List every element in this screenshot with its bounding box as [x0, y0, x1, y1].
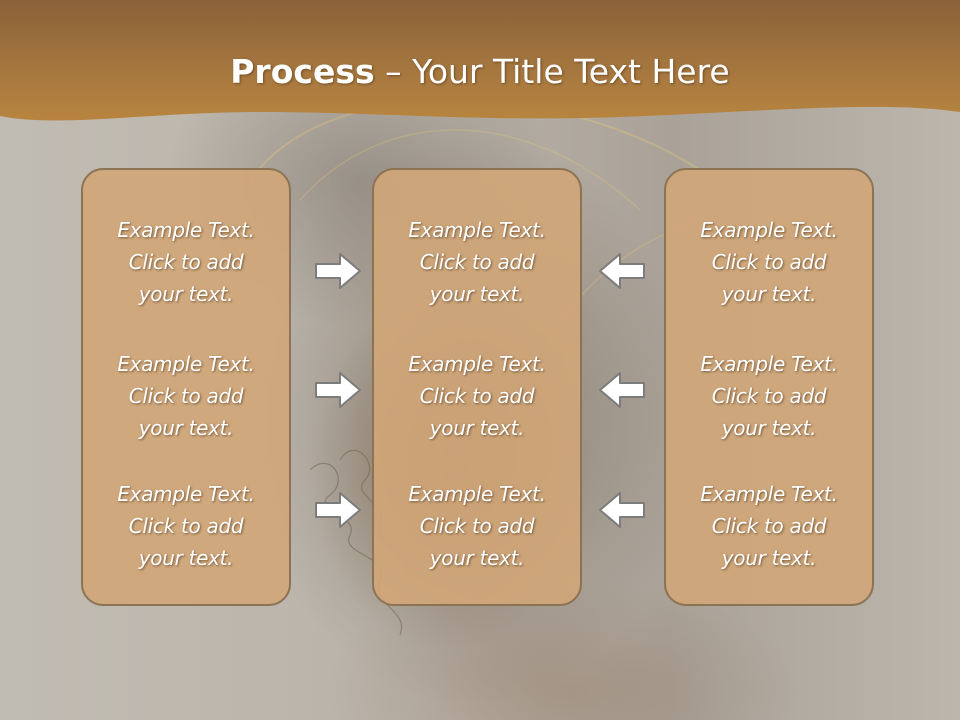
text-placeholder[interactable]: Example Text. Click to add your text.: [408, 482, 546, 570]
text-placeholder[interactable]: Example Text. Click to add your text.: [117, 482, 255, 570]
left-arrow-icon: [599, 492, 645, 528]
text-placeholder[interactable]: Example Text. Click to add your text.: [117, 352, 255, 440]
title-rest: – Your Title Text Here: [374, 52, 730, 91]
right-arrow-icon: [315, 372, 361, 408]
process-box-right[interactable]: Example Text. Click to add your text. Ex…: [664, 168, 874, 606]
text-placeholder[interactable]: Example Text. Click to add your text.: [408, 352, 546, 440]
process-box-left[interactable]: Example Text. Click to add your text. Ex…: [81, 168, 291, 606]
text-placeholder[interactable]: Example Text. Click to add your text.: [408, 218, 546, 306]
title-bold: Process: [230, 52, 375, 91]
left-arrow-icon: [599, 253, 645, 289]
text-placeholder[interactable]: Example Text. Click to add your text.: [700, 352, 838, 440]
text-placeholder[interactable]: Example Text. Click to add your text.: [700, 218, 838, 306]
text-placeholder[interactable]: Example Text. Click to add your text.: [117, 218, 255, 306]
page-title[interactable]: Process – Your Title Text Here: [0, 52, 960, 91]
left-arrow-icon: [599, 372, 645, 408]
text-placeholder[interactable]: Example Text. Click to add your text.: [700, 482, 838, 570]
right-arrow-icon: [315, 492, 361, 528]
header-band: [0, 0, 960, 121]
right-arrow-icon: [315, 253, 361, 289]
process-box-middle[interactable]: Example Text. Click to add your text. Ex…: [372, 168, 582, 606]
